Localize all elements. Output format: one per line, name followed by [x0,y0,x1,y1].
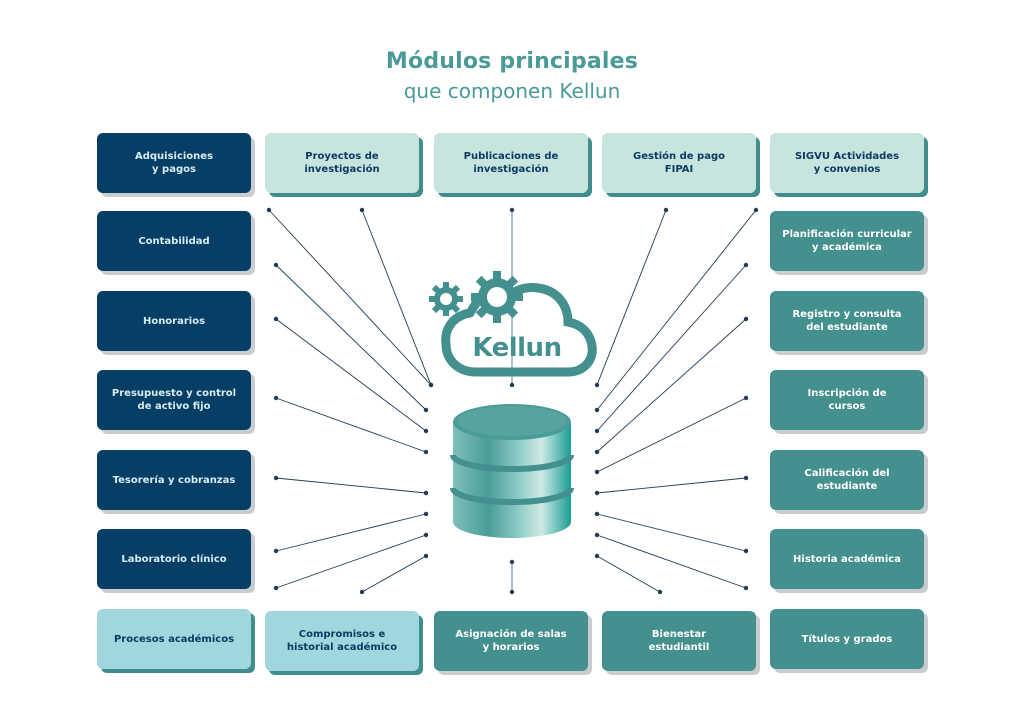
connector-line [596,209,667,386]
cloud-icon [441,283,597,377]
connector-line [596,534,747,589]
connector-dot [273,475,279,481]
connector-dot [273,262,279,268]
connector-dot [509,207,515,213]
page-subtitle: que componen Kellun [403,79,621,103]
connector-line [596,477,747,494]
connector-dot [423,511,429,517]
connector-dot [743,316,749,322]
connector-dot [594,553,600,559]
connector-dot [428,382,434,388]
connector-dot [743,262,749,268]
connector-dot [273,395,279,401]
connector-line [275,264,427,411]
connector-dot [273,316,279,322]
connector-dot [594,511,600,517]
connector-line [268,209,432,386]
connector-dot [594,382,600,388]
module-bienestar-estudiantil[interactable]: Bienestar estudiantil [602,611,756,671]
connector-dot [594,469,600,475]
module-planificacion-curricular[interactable]: Planificación curricular y académica [770,211,924,271]
connector-dot [423,428,429,434]
gear-icon [429,282,463,316]
connector-dot [273,548,279,554]
module-asignacion-salas-horarios[interactable]: Asignación de salas y horarios [434,611,588,671]
connector-dot [509,559,515,565]
connector-line [275,513,427,552]
connector-dot [594,428,600,434]
connector-line [361,555,427,593]
connector-line [596,209,757,411]
connector-line [596,318,747,453]
connector-dot [423,407,429,413]
module-inscripcion-cursos[interactable]: Inscripción de cursos [770,370,924,430]
module-gestion-pago-fipai[interactable]: Gestión de pago FIPAI [602,133,756,193]
module-registro-consulta-estudiante[interactable]: Registro y consulta del estudiante [770,291,924,351]
connector-line [275,534,427,589]
module-compromisos-historial[interactable]: Compromisos e historial académico [265,611,419,671]
connector-dot [509,382,515,388]
connector-line [275,397,427,453]
module-honorarios[interactable]: Honorarios [97,291,251,351]
kellun-brand-label: Kellun [472,333,562,363]
module-presupuesto-activo-fijo[interactable]: Presupuesto y control de activo fijo [97,370,251,430]
module-adquisiciones-y-pagos[interactable]: Adquisiciones y pagos [97,133,251,193]
connector-dot [359,589,365,595]
connector-line [596,513,747,552]
module-tesoreria-cobranzas[interactable]: Tesorería y cobranzas [97,450,251,510]
connector-line [275,318,427,432]
module-sigvu-actividades[interactable]: SIGVU Actividades y convenios [770,133,924,193]
connector-dot [266,207,272,213]
connector-dot [594,407,600,413]
module-procesos-academicos[interactable]: Procesos académicos [97,609,251,669]
connector-dot [423,449,429,455]
module-calificacion-estudiante[interactable]: Calificación del estudiante [770,450,924,510]
connector-dot [657,589,663,595]
connector-dot [594,490,600,496]
connector-dot [743,475,749,481]
connector-dot [743,395,749,401]
module-historia-academica[interactable]: Historia académica [770,529,924,589]
connector-line [596,264,747,432]
module-laboratorio-clinico[interactable]: Laboratorio clínico [97,529,251,589]
connector-dot [273,585,279,591]
connector-dot [423,490,429,496]
connector-dot [359,207,365,213]
module-titulos-grados[interactable]: Títulos y grados [770,609,924,669]
connector-line [361,209,432,386]
connector-line [275,477,427,494]
page-title: Módulos principales [385,49,639,74]
module-proyectos-investigacion[interactable]: Proyectos de investigación [265,133,419,193]
connector-dot [509,589,515,595]
connector-dot [423,553,429,559]
connector-dot [743,548,749,554]
connector-dot [594,532,600,538]
connector-dot [753,207,759,213]
connector-dot [663,207,669,213]
connector-dot [743,585,749,591]
connector-dot [594,449,600,455]
module-contabilidad[interactable]: Contabilidad [97,211,251,271]
connector-line [596,555,661,593]
database-icon [450,404,574,538]
gear-icon [471,271,523,323]
module-publicaciones-investigacion[interactable]: Publicaciones de investigación [434,133,588,193]
connector-line [596,397,747,473]
connector-dot [423,532,429,538]
